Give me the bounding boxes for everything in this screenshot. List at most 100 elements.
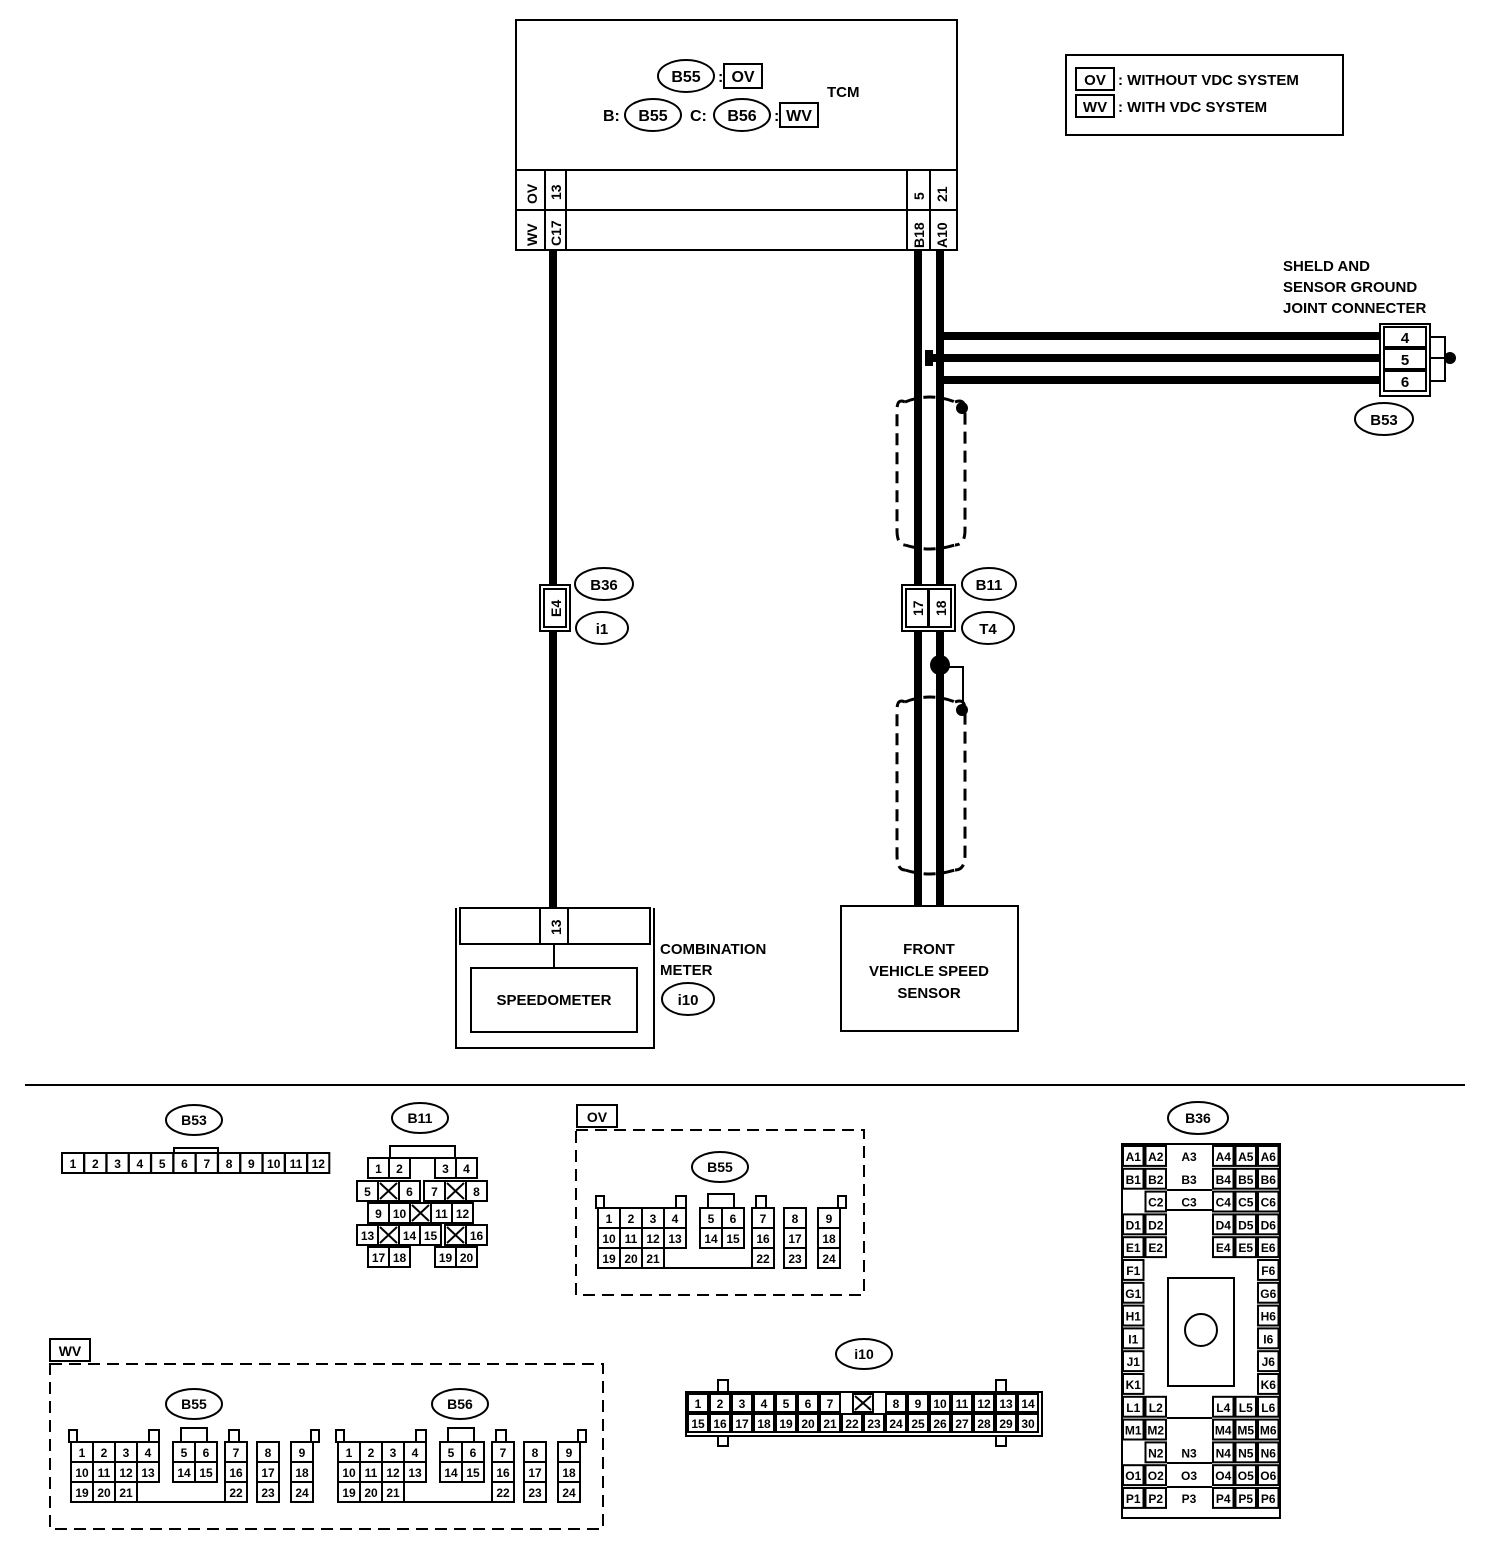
meter-pin-13: 13 (548, 919, 564, 935)
wv-b56-pin-15-label: 15 (466, 1466, 480, 1480)
b36-pin-F6-cell (1257, 1259, 1280, 1281)
b53-pin-5-label: 5 (159, 1157, 166, 1171)
i10-pin-1-label: 1 (695, 1397, 702, 1411)
b36-pin-C2-label: C2 (1148, 1196, 1164, 1210)
b36-pin-M6-cell (1257, 1418, 1280, 1441)
i10-pin-25-label: 25 (911, 1417, 925, 1431)
b36-pin-O3: O3 (1181, 1469, 1197, 1483)
wv-box-tag: WV (59, 1343, 82, 1359)
b11-v-17-label: 17 (372, 1251, 386, 1265)
b36-pin-K6-cell (1257, 1373, 1280, 1395)
b36-pin-L5-label: L5 (1239, 1401, 1253, 1415)
i10-pin-10-label: 10 (933, 1397, 947, 1411)
ov-b55-pin-24-label: 24 (822, 1252, 836, 1266)
wv-b56-pin-19-label: 19 (342, 1486, 356, 1500)
b36-pin-A4-cell (1212, 1145, 1235, 1167)
i10-pin-10-cell (929, 1393, 951, 1413)
i10-pin-19-cell (775, 1413, 797, 1433)
i10-pin-15-cell (687, 1413, 709, 1433)
ov-b55-pin-2-label: 2 (628, 1212, 635, 1226)
meter-connector-id: i10 (678, 992, 699, 1009)
b11-v-20-label: 20 (460, 1251, 474, 1265)
ov-b55-pin-17-label: 17 (788, 1232, 802, 1246)
meter-label-1: COMBINATION (660, 941, 766, 958)
view-b53-name: B53 (181, 1112, 207, 1128)
legend-wv-tag: WV (1083, 99, 1107, 116)
b11-v-4-label: 4 (463, 1162, 470, 1176)
b36-pin-E5-cell (1234, 1236, 1257, 1259)
b36-pin-C6-label: C6 (1261, 1196, 1277, 1210)
b36-pin-N4-label: N4 (1216, 1446, 1232, 1460)
b36-pin-B3: B3 (1181, 1173, 1197, 1187)
i10-pin-12-label: 12 (977, 1397, 991, 1411)
b11-v-16-label: 16 (470, 1229, 484, 1243)
b11-v-5-label: 5 (364, 1185, 371, 1199)
wv-b55-pin-5-label: 5 (181, 1446, 188, 1460)
b36-pin-I1-label: I1 (1128, 1332, 1138, 1346)
wv-b56-pin-13-cell (403, 1461, 427, 1483)
i10-pin-17-label: 17 (735, 1417, 749, 1431)
b36-pin-E2-label: E2 (1148, 1241, 1163, 1255)
wv-b56-pin-24-cell (557, 1481, 581, 1503)
b36-pin-C5-label: C5 (1238, 1196, 1254, 1210)
b53-pin-8-label: 8 (226, 1157, 233, 1171)
wv-b56-pin-1-label: 1 (346, 1446, 353, 1460)
wv-b55-pin-23-cell (256, 1481, 280, 1503)
b36-pin-B5-cell (1234, 1167, 1257, 1190)
b36-pin-C4-label: C4 (1216, 1196, 1232, 1210)
i10-pin-28-label: 28 (977, 1417, 991, 1431)
b36-pin-E2-cell (1144, 1236, 1167, 1259)
i10-pin-16-cell (709, 1413, 731, 1433)
i10-pin-28-cell (973, 1413, 995, 1433)
b36-pin-B2-label: B2 (1148, 1173, 1164, 1187)
b36-pin-O6-label: O6 (1260, 1469, 1276, 1483)
b11-v-11-label: 11 (435, 1207, 448, 1221)
wv-b56-pin-17-label: 17 (528, 1466, 542, 1480)
b11-v-3-label: 3 (442, 1162, 449, 1176)
ov-b55-pin-21-cell (641, 1247, 665, 1269)
b36-pin-L2-cell (1144, 1395, 1167, 1418)
b36-pin-A6-cell (1257, 1145, 1280, 1167)
tcm-label: TCM (827, 84, 860, 101)
ov-b55-pin-12-label: 12 (646, 1232, 660, 1246)
b36-pin-D5-cell (1234, 1213, 1257, 1236)
b36-pin-P5-cell (1234, 1487, 1257, 1509)
tcm-pin-5: 5 (911, 192, 927, 200)
b36-pin-P1-label: P1 (1126, 1492, 1141, 1506)
b36-pin-L1-label: L1 (1126, 1401, 1140, 1415)
wv-b55-pin-24-label: 24 (295, 1486, 309, 1500)
tcm-pin-c17: C17 (548, 220, 564, 246)
wv-b55-pin-22-cell (224, 1481, 248, 1503)
b11-v-20-cell (455, 1246, 478, 1268)
b36-pin-J1-cell (1122, 1350, 1145, 1373)
wv-b56-pin-10-label: 10 (342, 1466, 356, 1480)
b36-pin-J6-cell (1257, 1350, 1280, 1373)
wv-b56-pin-21-cell (381, 1481, 405, 1503)
ov-b55-pin-5-label: 5 (708, 1212, 715, 1226)
tcm-pin-a10: A10 (934, 222, 950, 248)
b36-pin-B4-cell (1212, 1167, 1235, 1190)
b36-pin-B2-cell (1144, 1167, 1167, 1190)
b36-pin-D6-cell (1257, 1213, 1280, 1236)
b36-pin-P4-cell (1212, 1487, 1235, 1509)
i10-pin-2-cell (709, 1393, 731, 1413)
b36-pin-I1-cell (1122, 1327, 1145, 1350)
joint-pin-6: 6 (1401, 374, 1409, 391)
b36-pin-L1-cell (1122, 1395, 1145, 1418)
i10-pin-20-label: 20 (801, 1417, 815, 1431)
b36-pin-K6-label: K6 (1261, 1378, 1277, 1392)
tcm-conn-main: B55 (671, 69, 700, 86)
ov-b55-pin-22-cell (751, 1247, 775, 1269)
b36-pin-A1-cell (1122, 1145, 1145, 1167)
b36-pin-A6-label: A6 (1261, 1150, 1277, 1164)
tcm-conn-c: B56 (727, 108, 756, 125)
ov-b55-pin-13-label: 13 (668, 1232, 682, 1246)
b11-v-6-cell (398, 1180, 421, 1202)
i10-pin-29-label: 29 (999, 1417, 1013, 1431)
b36-pin-K1-cell (1122, 1373, 1145, 1395)
wv-b55-pin-19-label: 19 (75, 1486, 89, 1500)
i10-pin-21-cell (819, 1413, 841, 1433)
view-i10-name: i10 (854, 1346, 874, 1362)
